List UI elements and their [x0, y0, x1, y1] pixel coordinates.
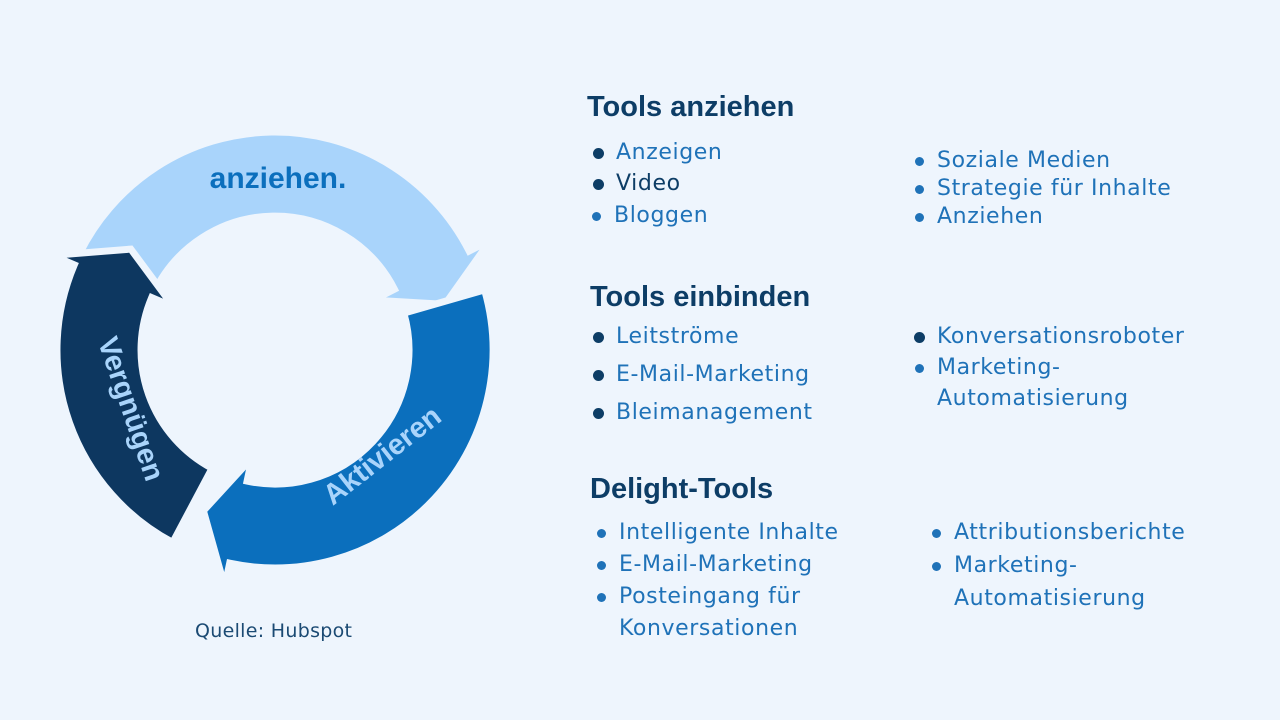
- list-item: Bloggen: [591, 200, 708, 231]
- list-item: Marketing-: [932, 550, 1078, 581]
- list-item: Leitströme: [592, 321, 739, 352]
- cycle-arrow-aktivieren: [199, 285, 497, 588]
- list-item: Bleimanagement: [593, 397, 813, 428]
- cycle-arrow-vergnuegen: [50, 245, 217, 548]
- list-item: Konversationsroboter: [914, 321, 1185, 352]
- list-item: Intelligente Inhalte: [597, 517, 839, 548]
- list-item: E-Mail-Marketing: [597, 549, 813, 580]
- list-item-continuation: Automatisierung: [954, 586, 1146, 611]
- list-item-continuation: Konversationen: [619, 616, 799, 641]
- list-item: Strategie für Inhalte: [914, 173, 1171, 204]
- list-item: E-Mail-Marketing: [593, 359, 810, 390]
- list-item: Attributionsberichte: [931, 517, 1185, 548]
- section-title-tools-anziehen: Tools anziehen: [587, 91, 795, 123]
- section-title-delight-tools: Delight-Tools: [590, 473, 774, 505]
- list-item: Posteingang für: [597, 581, 801, 612]
- cycle-label-anziehen: anziehen.: [210, 162, 347, 195]
- list-item: Soziale Medien: [915, 145, 1111, 176]
- cycle-arrow-anziehen: [72, 128, 494, 309]
- list-item-continuation: Automatisierung: [937, 386, 1129, 411]
- list-item: Video: [593, 168, 681, 199]
- section-title-tools-einbinden: Tools einbinden: [590, 281, 811, 313]
- list-item: Anzeigen: [592, 137, 722, 168]
- cycle-diagram: anziehen. Aktivieren Vergnügen: [50, 128, 497, 588]
- list-item: Marketing-: [915, 352, 1061, 383]
- list-item: Anziehen: [914, 201, 1043, 232]
- source-caption: Quelle: Hubspot: [195, 620, 353, 642]
